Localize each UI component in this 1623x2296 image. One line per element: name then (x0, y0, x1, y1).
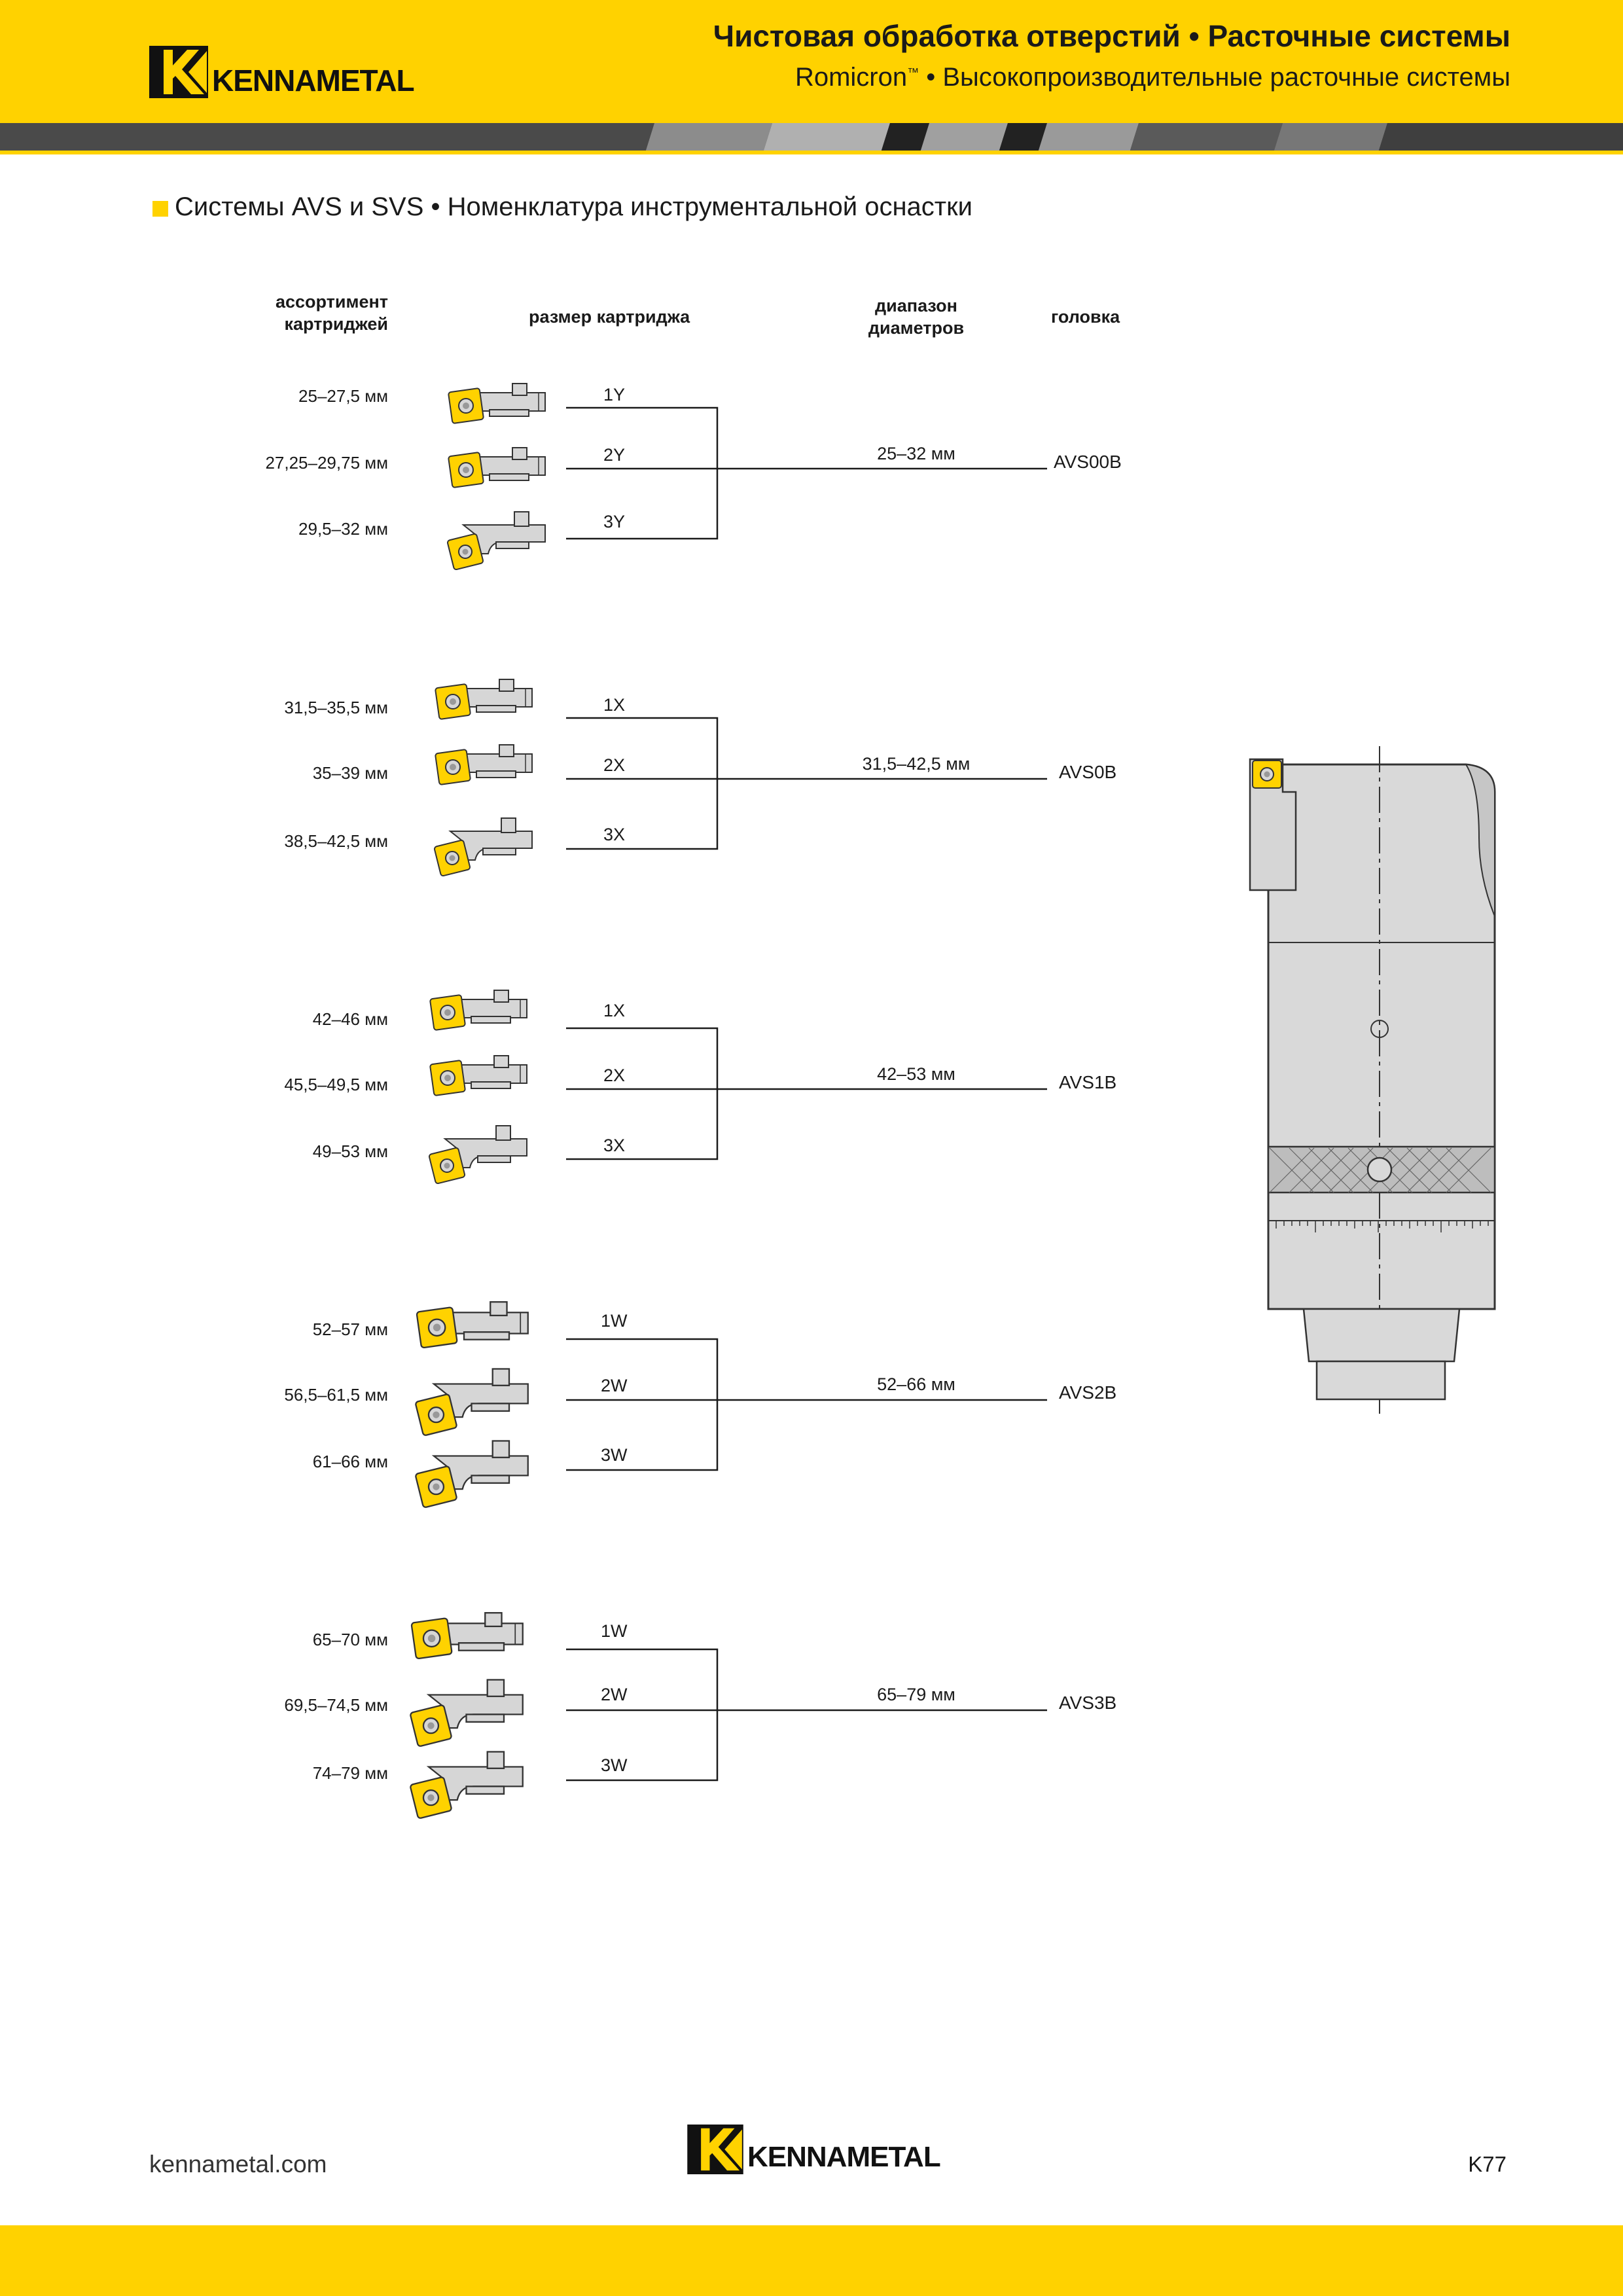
cartridge-image (446, 511, 546, 571)
cartridge-code: 1X (603, 1001, 626, 1020)
page-number: K77 (1468, 2152, 1507, 2176)
range-label: 25–27,5 мм (298, 386, 388, 406)
footer-kennametal-logo: KENNAMETAL (687, 2125, 962, 2177)
cartridge-image (416, 1301, 529, 1349)
column-header-cartridge-size: размер картриджа (529, 307, 690, 327)
cartridge-code: 3W (601, 1755, 628, 1775)
logo-wordmark: KENNAMETAL (212, 63, 415, 98)
cartridge-code: 1X (603, 695, 626, 715)
cartridge-image (434, 744, 533, 786)
cartridge-code: 1Y (603, 385, 626, 404)
cartridge-image (410, 1612, 524, 1660)
diameter-range: 25–32 мм (877, 444, 955, 463)
column-header-diameter: диапазон диаметров (864, 295, 969, 339)
head-model: AVS0B (1059, 762, 1117, 782)
diameter-range: 42–53 мм (877, 1064, 955, 1084)
cartridge-code: 1W (601, 1621, 628, 1641)
head-model: AVS3B (1059, 1693, 1117, 1713)
column-header-head: головка (1051, 307, 1120, 327)
footer-band (0, 2225, 1623, 2296)
cartridge-image (409, 1679, 524, 1748)
range-label: 35–39 мм (312, 763, 388, 783)
range-label: 42–46 мм (312, 1009, 388, 1029)
footer-logo-wordmark: KENNAMETAL (747, 2141, 941, 2173)
cartridge-code: 2X (603, 755, 626, 775)
cartridge-image (429, 990, 527, 1031)
diameter-range: 52–66 мм (877, 1374, 955, 1394)
range-label: 74–79 мм (312, 1763, 388, 1783)
range-label: 38,5–42,5 мм (284, 831, 388, 851)
cartridge-code: 2W (601, 1376, 628, 1395)
cartridge-image (409, 1751, 524, 1820)
range-label: 69,5–74,5 мм (284, 1695, 388, 1715)
range-label: 52–57 мм (312, 1319, 388, 1339)
column-header-diameter-text: диапазон диаметров (868, 296, 965, 338)
range-label: 49–53 мм (312, 1141, 388, 1161)
range-label: 45,5–49,5 мм (284, 1075, 388, 1094)
cartridge-image (447, 447, 546, 489)
cartridge-image (434, 679, 533, 721)
head-model: AVS2B (1059, 1382, 1117, 1403)
cartridge-image (447, 383, 546, 425)
kennametal-logo: KENNAMETAL (149, 46, 424, 98)
cartridge-code: 1W (601, 1311, 628, 1331)
boring-head-illustration (1249, 746, 1496, 1414)
cartridge-image (428, 1125, 527, 1185)
page-title: Чистовая обработка отверстий • Расточные… (713, 19, 1510, 53)
cartridge-image (429, 1055, 527, 1097)
column-header-range: ассортимент картриджей (276, 291, 388, 335)
page-subtitle: Romicron™ • Высокопроизводительные расто… (794, 63, 1510, 92)
section-title: Системы AVS и SVS • Номенклатура инструм… (175, 192, 972, 221)
section-bullet (152, 201, 168, 217)
cartridge-image (414, 1440, 529, 1509)
cartridge-code: 3X (603, 1136, 626, 1155)
range-label: 29,5–32 мм (298, 519, 388, 539)
range-label: 56,5–61,5 мм (284, 1385, 388, 1405)
head-model: AVS00B (1054, 452, 1122, 472)
cartridge-code: 2Y (603, 445, 626, 465)
range-label: 27,25–29,75 мм (265, 453, 388, 473)
range-label: 65–70 мм (312, 1630, 388, 1649)
cartridge-code: 3Y (603, 512, 626, 531)
range-label: 31,5–35,5 мм (284, 698, 388, 717)
diameter-range: 31,5–42,5 мм (862, 754, 971, 774)
cartridge-code: 3W (601, 1445, 628, 1465)
column-header-range-text: ассортимент картриджей (275, 292, 388, 334)
diameter-range: 65–79 мм (877, 1685, 955, 1704)
range-label: 61–66 мм (312, 1452, 388, 1471)
footer-url[interactable]: kennametal.com (149, 2151, 327, 2178)
header-band (0, 0, 1623, 123)
head-model: AVS1B (1059, 1072, 1117, 1092)
header-stripe (0, 123, 1623, 154)
cartridge-code: 2X (603, 1066, 626, 1085)
cartridge-image (414, 1368, 529, 1437)
cartridge-image (433, 817, 533, 877)
cartridge-code: 3X (603, 825, 626, 844)
cartridge-code: 2W (601, 1685, 628, 1704)
